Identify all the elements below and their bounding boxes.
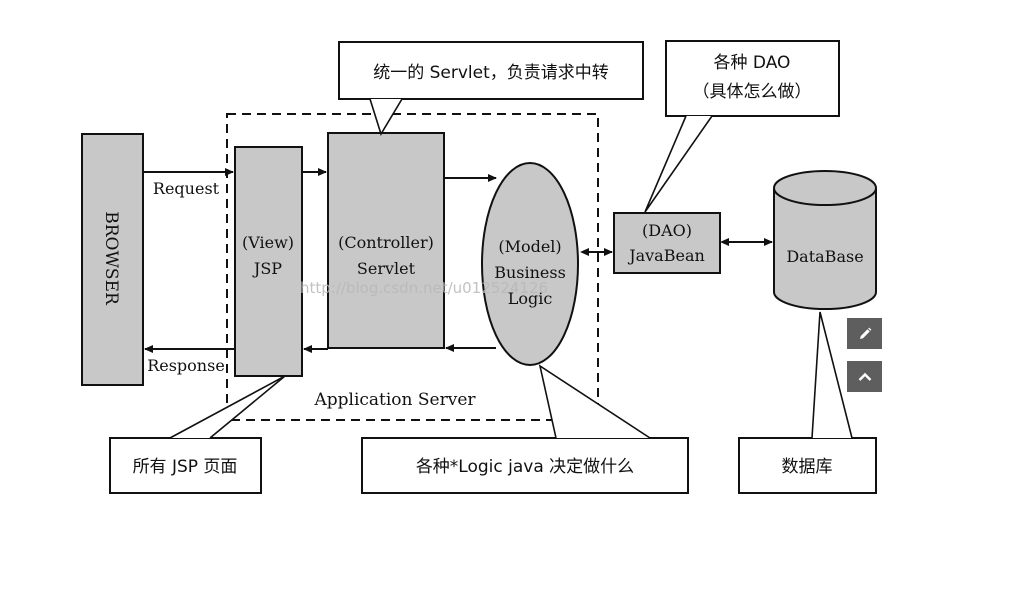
chevron-up-icon: [858, 372, 871, 381]
servlet-callout-pointer: [369, 98, 403, 136]
dao-callout-box: [665, 40, 840, 117]
watermark: http://blog.csdn.net/u012524126: [300, 279, 548, 297]
scroll-to-top-button[interactable]: [847, 361, 882, 392]
database-cylinder: [773, 170, 877, 310]
dao-label: (DAO): [642, 221, 692, 240]
jsp-callout-pointer: [169, 375, 286, 439]
servlet-callout-box: [338, 41, 644, 100]
db-callout-pointer: [811, 311, 853, 439]
pencil-icon: [859, 327, 871, 339]
model-label: (Model): [498, 237, 561, 256]
jsp-label: JSP: [252, 259, 282, 278]
model-business-logic-ellipse: [481, 162, 579, 366]
logic-label: Logic: [508, 289, 553, 308]
dao-callout-line2: （具体怎么做）: [693, 82, 812, 102]
dao-callout-line1: 各种 DAO: [714, 53, 791, 73]
database-label: DataBase: [786, 247, 863, 266]
logic-callout-text: 各种*Logic java 决定做什么: [416, 457, 634, 477]
browser-box: [81, 133, 144, 386]
controller-label: (Controller): [338, 233, 434, 252]
request-label: Request: [153, 179, 220, 198]
business-label: Business: [494, 263, 566, 282]
application-server-boundary: [226, 113, 599, 421]
browser-label: BROWSER: [101, 211, 121, 306]
db-callout-box: [738, 437, 877, 494]
application-server-label: Application Server: [313, 390, 476, 410]
edit-button[interactable]: [847, 318, 882, 349]
javabean-label: JavaBean: [627, 246, 705, 265]
dao-javabean-box: [613, 212, 721, 274]
jsp-callout-text: 所有 JSP 页面: [133, 457, 238, 477]
servlet-callout-text: 统一的 Servlet，负责请求中转: [373, 63, 609, 83]
db-callout-text: 数据库: [782, 457, 833, 477]
servlet-label: Servlet: [357, 259, 416, 278]
controller-servlet-box: [327, 132, 445, 349]
logic-callout-box: [361, 437, 689, 494]
response-label: Response: [147, 356, 225, 375]
logic-callout-pointer: [538, 364, 651, 439]
view-label: (View): [242, 233, 294, 252]
dao-callout-pointer: [644, 115, 713, 213]
view-jsp-box: [234, 146, 303, 377]
